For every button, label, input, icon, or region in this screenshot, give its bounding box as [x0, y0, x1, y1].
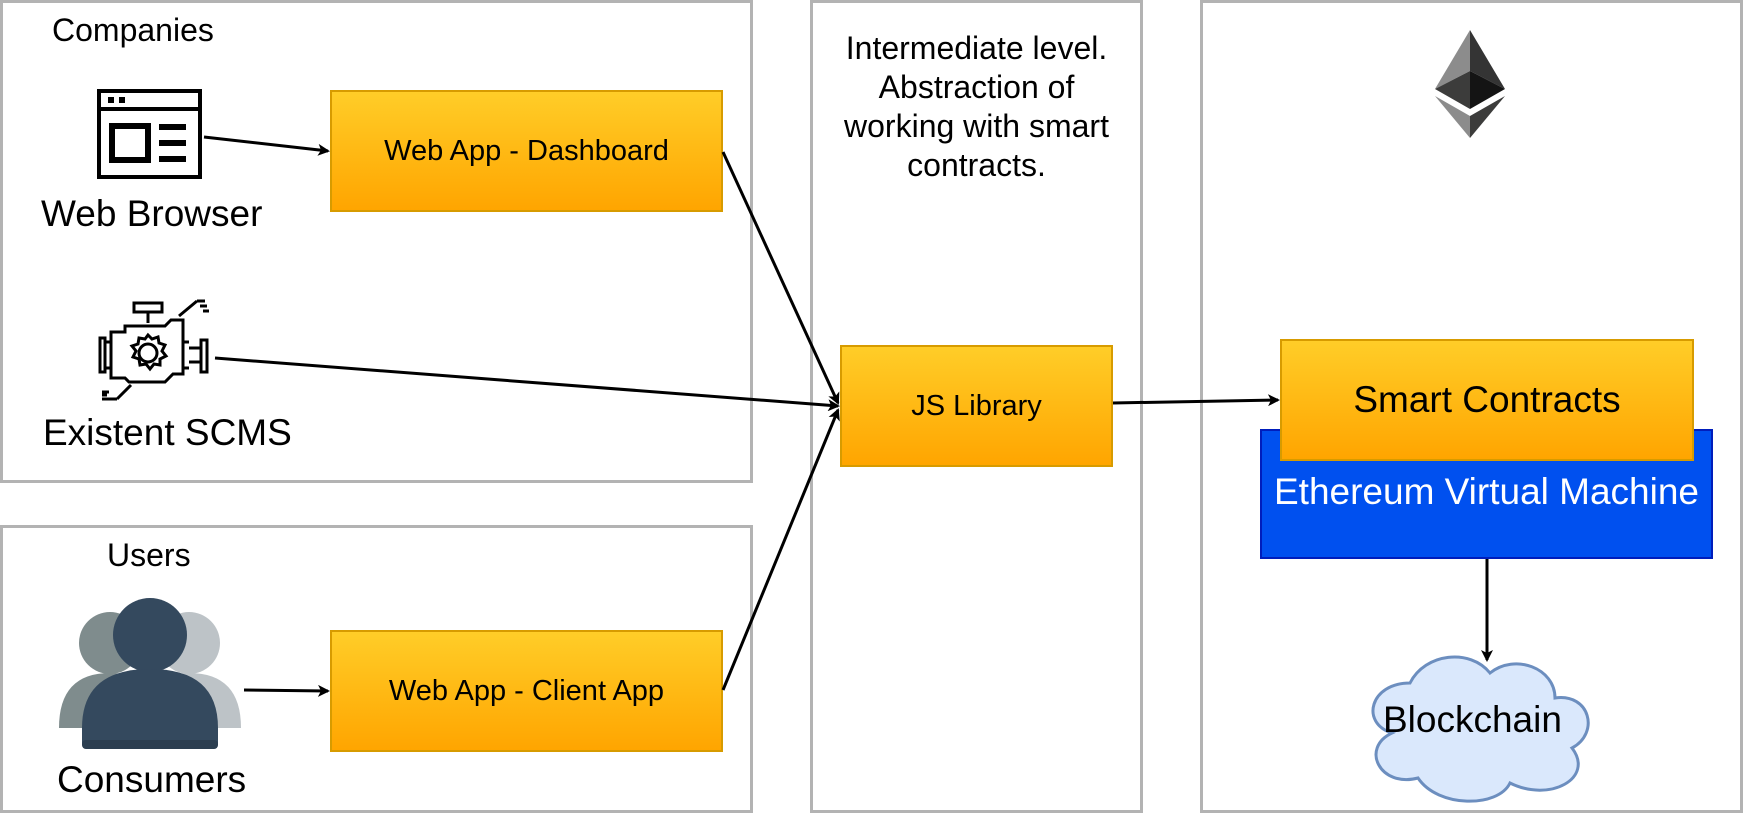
- web-browser-label: Web Browser: [41, 193, 263, 234]
- blockchain-cloud[interactable]: Blockchain: [1350, 643, 1600, 806]
- ethereum-logo-icon: [1435, 30, 1505, 138]
- companies-panel: [0, 0, 753, 483]
- intermediate-description: Intermediate level. Abstraction of worki…: [844, 30, 1109, 183]
- web-app-dashboard-box[interactable]: Web App - Dashboard: [330, 90, 723, 212]
- users-group-icon: [59, 598, 241, 750]
- smart-contracts-box[interactable]: Smart Contracts: [1280, 339, 1694, 461]
- users-title: Users: [107, 537, 191, 573]
- companies-title: Companies: [52, 12, 214, 48]
- js-library-box[interactable]: JS Library: [840, 345, 1113, 467]
- blockchain-label: Blockchain: [1383, 699, 1562, 740]
- web-browser-icon: [97, 89, 204, 181]
- engine-gear-icon: [97, 298, 215, 406]
- consumers-label: Consumers: [57, 759, 247, 800]
- existent-scms-label: Existent SCMS: [43, 412, 292, 453]
- web-app-client-app-box[interactable]: Web App - Client App: [330, 630, 723, 752]
- cloud-shape: [1371, 655, 1590, 803]
